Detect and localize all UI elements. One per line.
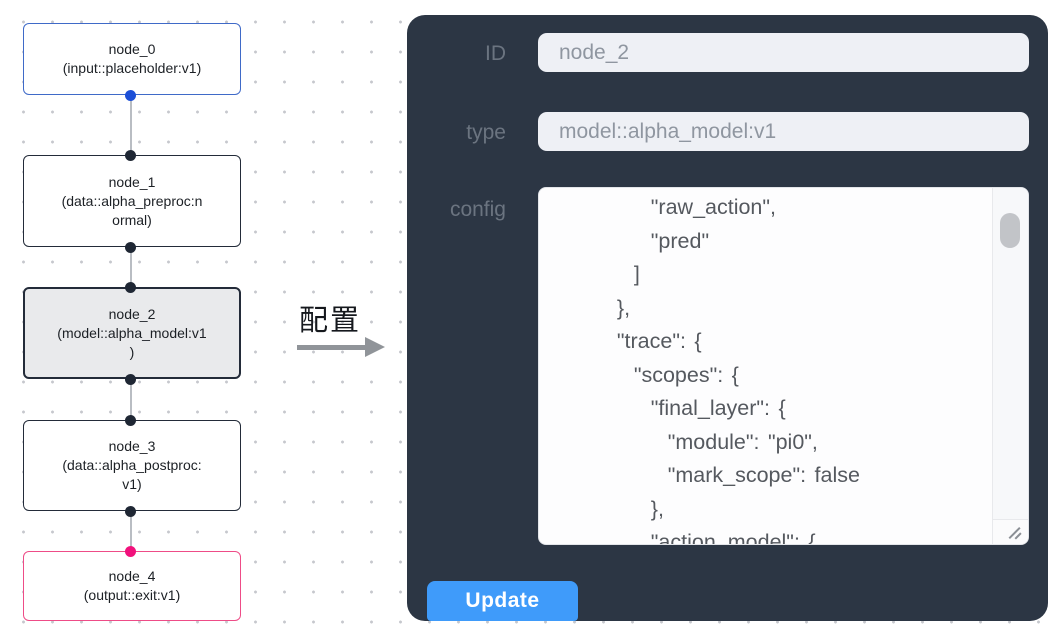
port-node-3-output[interactable] — [125, 505, 136, 517]
config-textarea[interactable]: "raw_action", "pred" ] }, "trace": { "sc… — [538, 187, 1029, 545]
type-input[interactable] — [538, 112, 1029, 151]
flow-node-node-1[interactable]: node_1 (data::alpha_preproc:n ormal) — [23, 155, 241, 247]
config-scrollbar-thumb[interactable] — [1000, 213, 1020, 248]
flow-node-node-0[interactable]: node_0 (input::placeholder:v1) — [23, 23, 241, 95]
node-subtitle: v1) — [122, 476, 142, 492]
right-arrow-head-icon — [365, 337, 385, 357]
node-config-panel: ID type config "raw_action", "pred" ] },… — [407, 15, 1048, 621]
port-node-3-input[interactable] — [125, 414, 136, 426]
id-input[interactable] — [538, 33, 1029, 72]
node-title: node_2 — [108, 305, 156, 322]
port-node-0-output[interactable] — [125, 89, 136, 101]
type-field-label: type — [466, 121, 506, 144]
config-field-label: config — [449, 198, 506, 221]
edge-node2-node3 — [130, 379, 132, 420]
edge-node1-node2 — [130, 247, 132, 287]
node-subtitle: (input::placeholder:v1) — [62, 60, 202, 76]
flow-node-node-3[interactable]: node_3 (data::alpha_postproc: v1) — [23, 420, 241, 511]
node-title: node_1 — [108, 173, 156, 190]
node-subtitle: ormal) — [112, 211, 152, 228]
node-title: node_3 — [108, 438, 156, 454]
node-subtitle: (data::alpha_preproc:n — [61, 192, 203, 209]
node-subtitle: ) — [129, 343, 135, 360]
flow-node-node-4[interactable]: node_4 (output::exit:v1) — [23, 551, 241, 621]
node-subtitle: (model::alpha_model:v1 — [57, 324, 207, 341]
config-scroll-corner — [992, 519, 1028, 544]
id-field-label: ID — [485, 42, 506, 65]
config-json-text[interactable]: "raw_action", "pred" ] }, "trace": { "sc… — [616, 195, 860, 544]
right-arrow-icon — [297, 345, 366, 350]
node-subtitle: (output::exit:v1) — [83, 587, 181, 603]
config-annotation-label: 配置 — [299, 305, 362, 337]
port-node-1-input[interactable] — [125, 149, 136, 161]
config-scrollbar[interactable] — [992, 188, 1028, 521]
edge-node3-node4 — [130, 511, 132, 551]
port-node-4-input[interactable] — [125, 545, 136, 557]
port-node-2-output[interactable] — [125, 373, 136, 385]
update-button[interactable]: Update — [427, 581, 578, 621]
node-title: node_0 — [108, 41, 156, 57]
resize-handle-icon[interactable] — [1006, 525, 1024, 541]
edge-node0-node1 — [130, 95, 132, 155]
port-node-1-output[interactable] — [125, 241, 136, 253]
port-node-2-input[interactable] — [125, 281, 136, 293]
flow-node-node-2-selected[interactable]: node_2 (model::alpha_model:v1 ) — [23, 287, 241, 379]
node-title: node_4 — [108, 568, 156, 584]
node-subtitle: (data::alpha_postproc: — [62, 457, 202, 473]
